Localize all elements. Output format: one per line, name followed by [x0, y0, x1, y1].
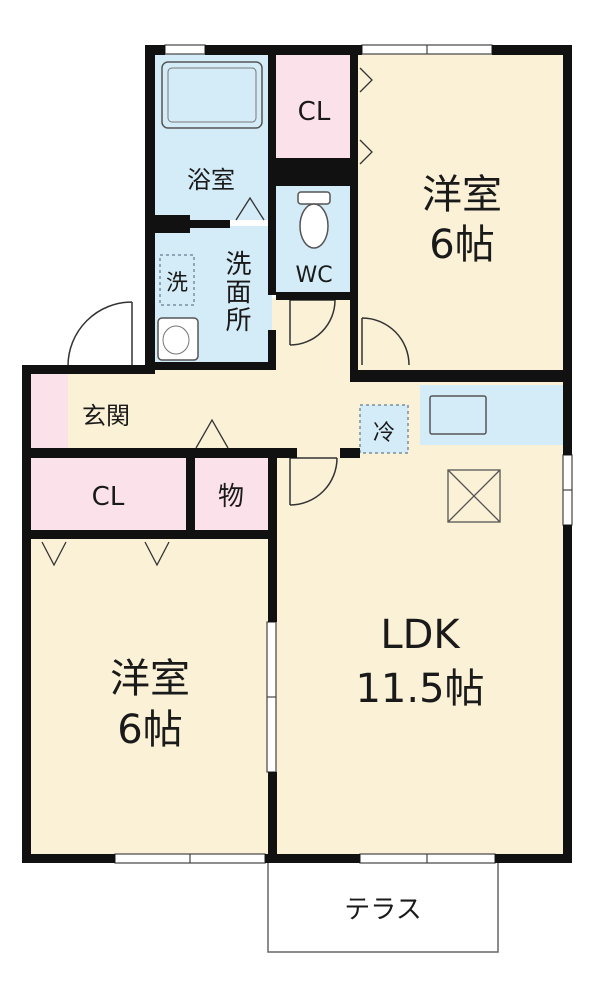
bathtub-inner	[167, 67, 257, 123]
floor-ldk	[272, 380, 565, 858]
fridge-space	[359, 404, 409, 454]
room-size-ldk: 11.5帖	[355, 666, 484, 712]
room-label-fridge: 冷	[373, 421, 395, 446]
room-size-western-top: 6帖	[429, 222, 494, 268]
room-label-closet-bottom: CL	[92, 482, 125, 512]
room-label-entrance: 玄関	[82, 402, 130, 430]
room-label-washer: 洗	[166, 271, 188, 296]
room-label-terrace: テラス	[344, 895, 421, 925]
floor-storage	[192, 455, 270, 535]
door-western-top	[361, 317, 410, 366]
toilet-tank	[297, 191, 331, 205]
floor-entrance-step	[28, 372, 68, 450]
door-markers	[41, 67, 373, 567]
wash-basin-bowl	[162, 325, 190, 355]
door-entrance	[67, 301, 133, 367]
floor-fridge	[360, 405, 408, 453]
room-label-western-top: 洋室	[422, 172, 502, 218]
fixtures	[157, 61, 501, 523]
floor-closet-bottom	[28, 455, 190, 535]
toilet-bowl	[299, 203, 329, 249]
room-label-western-bottom: 洋室	[110, 656, 190, 702]
room-size-western-bottom: 6帖	[117, 707, 182, 753]
room-label-toilet: WC	[295, 263, 332, 288]
labels: 洋室 6帖 LDK 11.5帖 洋室 6帖 浴室 CL WC 洗 洗面所 玄関 …	[82, 97, 502, 925]
door-ldk	[289, 457, 338, 506]
room-label-closet-top: CL	[298, 97, 331, 127]
room-label-bathroom: 浴室	[187, 166, 235, 194]
floor-western-room-bottom	[28, 535, 272, 858]
floor-entrance	[65, 372, 150, 450]
floor-closet-top	[274, 50, 354, 162]
walls	[22, 45, 572, 863]
room-label-ldk: LDK	[380, 612, 461, 658]
sink	[429, 395, 487, 435]
window-bathroom	[164, 44, 206, 55]
room-label-storage: 物	[218, 482, 244, 512]
floors	[28, 50, 565, 858]
room-label-washroom: 洗面所	[221, 250, 251, 334]
ceiling-vent	[447, 469, 501, 523]
bathtub	[161, 61, 263, 129]
